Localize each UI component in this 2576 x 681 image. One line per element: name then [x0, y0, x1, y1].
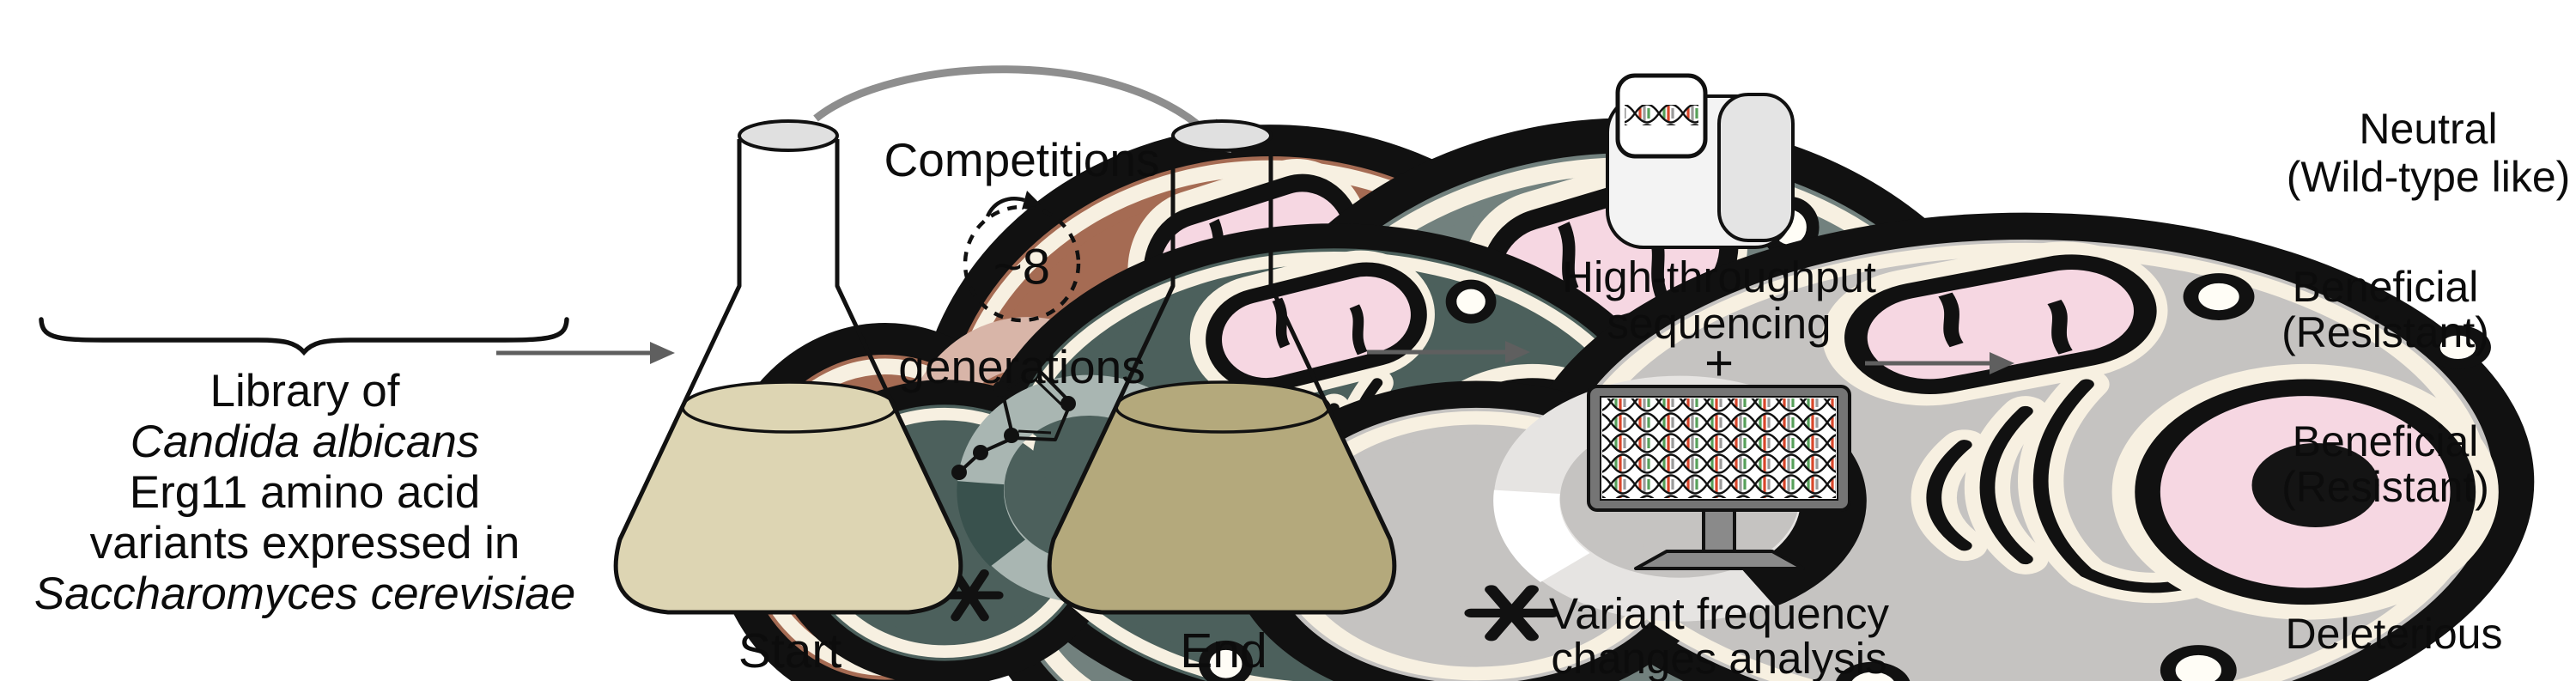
outcome-qualifier-beneficial-1: (Resistant): [2281, 307, 2489, 356]
dna-monitor-icon: [1587, 385, 1851, 570]
flow-arrow-icon: [1865, 352, 2014, 374]
library-caption-line: Saccharomyces cerevisiae: [33, 569, 576, 619]
drug-molecule-icon: [951, 368, 1076, 480]
outcome-label-beneficial-2: Beneficial: [2292, 417, 2479, 465]
library-caption-line: Erg11 amino acid: [129, 467, 481, 518]
dashed-cycle-arrow-icon: [963, 191, 1081, 323]
sequencing-label-line2: sequencing: [1607, 299, 1832, 349]
end-flask-label: End: [1180, 623, 1267, 679]
outcome-label-deleterious: Deleterious: [2285, 609, 2503, 658]
start-flask-label: Start: [738, 623, 842, 679]
outcome-label-beneficial-1: Beneficial: [2292, 262, 2479, 311]
generations-count: ~8: [993, 239, 1051, 295]
library-caption-line: Candida albicans: [130, 417, 480, 467]
flow-arrow-icon: [1367, 341, 1530, 363]
outcome-qualifier-neutral: (Wild-type like): [2286, 152, 2571, 201]
dna-sequencer-icon: [1606, 73, 1795, 249]
curly-brace-icon: [39, 317, 569, 356]
generations-label: generations: [898, 340, 1145, 394]
plus-sign: +: [1704, 335, 1734, 392]
dna-icon: [1625, 105, 1698, 125]
library-caption-line: variants expressed in: [89, 518, 520, 569]
analysis-label-line1: Variant frequency: [1549, 589, 1889, 639]
outcome-qualifier-beneficial-2: (Resistant): [2281, 462, 2489, 511]
library-caption-line: Library of: [210, 366, 400, 417]
sequencing-label-line1: High-throughput: [1562, 252, 1876, 302]
analysis-label-line2: changes analysis: [1551, 634, 1887, 681]
library-caption: Library of Candida albicans Erg11 amino …: [4, 366, 605, 619]
outcome-label-neutral: Neutral: [2359, 104, 2498, 153]
competitions-label: Competitions: [884, 133, 1160, 187]
dna-icon: [1602, 398, 1836, 498]
flow-arrow-icon: [496, 342, 675, 364]
